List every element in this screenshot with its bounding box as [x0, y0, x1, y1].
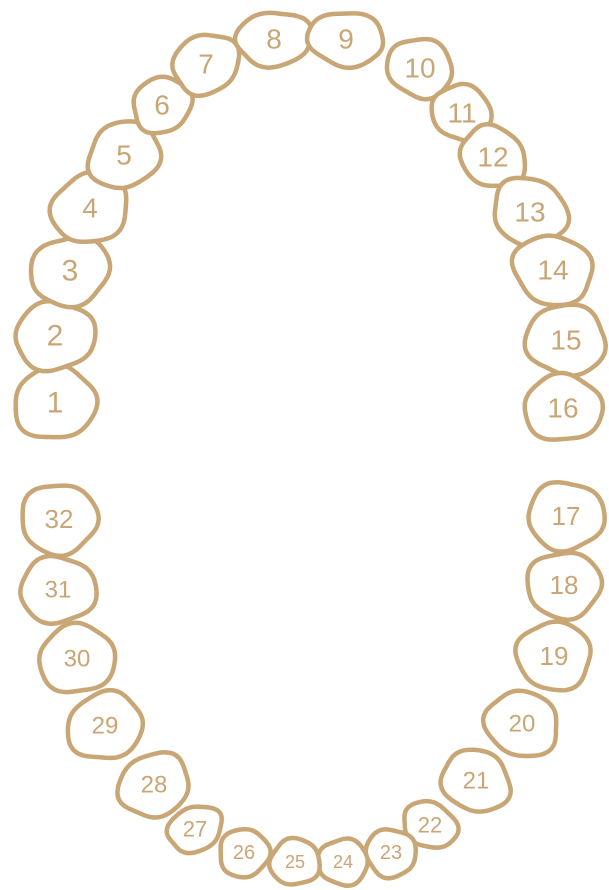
tooth-number-label: 18	[550, 570, 579, 600]
tooth-number-label: 11	[447, 98, 476, 129]
tooth-19[interactable]: 19	[511, 616, 595, 694]
tooth-number-label: 23	[380, 842, 402, 864]
tooth-17[interactable]: 17	[529, 482, 605, 551]
tooth-number-label: 30	[64, 646, 91, 673]
tooth-number-label: 13	[514, 197, 545, 228]
tooth-number-label: 14	[537, 255, 568, 286]
tooth-number-label: 2	[47, 320, 64, 353]
tooth-number-label: 21	[463, 768, 490, 795]
tooth-number-label: 1	[47, 387, 64, 420]
tooth-number-label: 22	[418, 813, 442, 838]
tooth-number-label: 16	[547, 393, 578, 424]
tooth-8[interactable]: 8	[233, 9, 314, 70]
tooth-9[interactable]: 9	[305, 9, 386, 70]
tooth-number-label: 29	[92, 713, 119, 740]
tooth-18[interactable]: 18	[527, 553, 602, 620]
tooth-number-label: 28	[141, 772, 168, 799]
tooth-number-label: 27	[183, 817, 207, 842]
tooth-32[interactable]: 32	[23, 486, 99, 556]
tooth-2[interactable]: 2	[11, 295, 100, 375]
tooth-25[interactable]: 25	[267, 836, 321, 887]
tooth-number-label: 24	[333, 852, 353, 872]
tooth-number-label: 26	[233, 842, 255, 864]
tooth-number-label: 17	[552, 501, 581, 531]
tooth-number-label: 25	[285, 852, 305, 872]
tooth-number-label: 15	[550, 325, 581, 356]
tooth-number-label: 4	[82, 193, 98, 224]
tooth-number-label: 5	[116, 140, 132, 171]
tooth-number-label: 20	[509, 711, 536, 738]
tooth-number-label: 32	[45, 504, 74, 534]
tooth-number-label: 3	[62, 255, 79, 288]
tooth-16[interactable]: 16	[525, 373, 603, 440]
tooth-number-label: 10	[404, 53, 435, 84]
tooth-24[interactable]: 24	[316, 836, 370, 887]
tooth-number-label: 6	[154, 90, 170, 121]
tooth-number-label: 19	[540, 641, 569, 671]
tooth-number-label: 9	[338, 24, 354, 55]
tooth-15[interactable]: 15	[521, 298, 609, 380]
tooth-number-label: 7	[198, 49, 214, 80]
tooth-number-label: 31	[45, 577, 72, 604]
tooth-number-label: 8	[266, 24, 282, 55]
tooth-31[interactable]: 31	[20, 556, 96, 624]
tooth-number-label: 12	[477, 142, 508, 173]
tooth-30[interactable]: 30	[34, 617, 121, 697]
tooth-26[interactable]: 26	[214, 823, 276, 883]
